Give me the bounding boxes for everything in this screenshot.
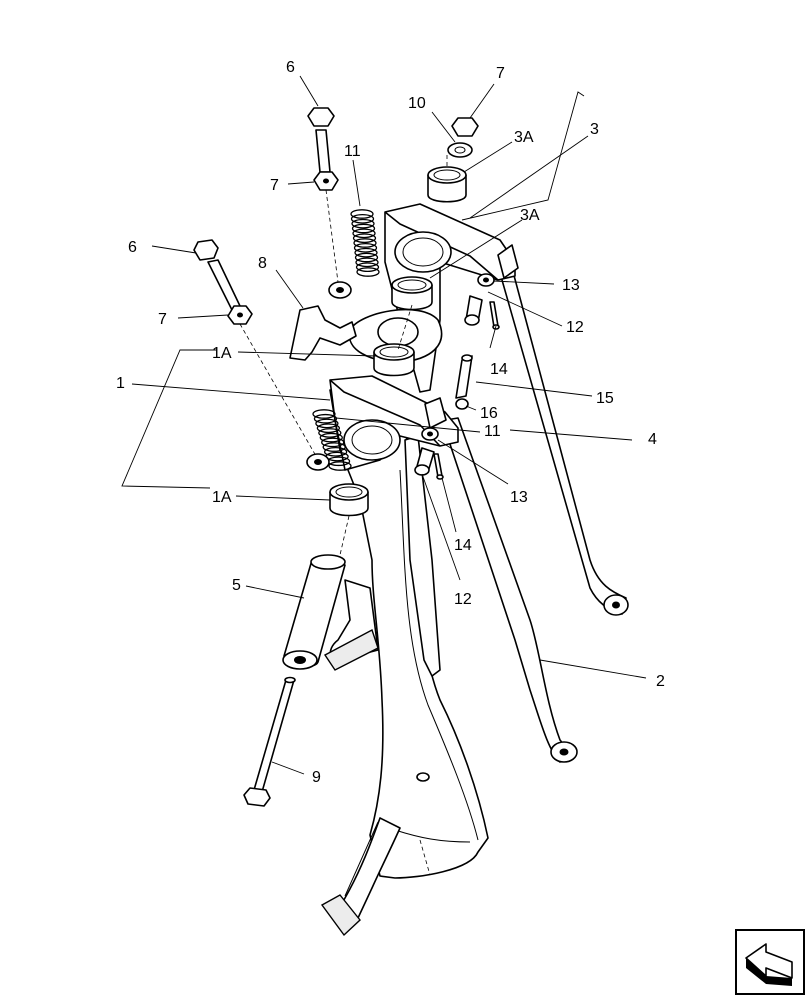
spring-coil — [322, 442, 346, 452]
spring-coil — [351, 223, 376, 234]
spring-11-upper — [328, 209, 380, 299]
callout-3a: 3A — [520, 207, 540, 224]
bushing-1a-upper — [373, 343, 415, 377]
bolt-6-lower — [193, 239, 241, 311]
callout-1a: 1A — [212, 345, 232, 362]
spring-coil — [350, 214, 375, 224]
callout-8: 8 — [258, 255, 267, 272]
callout-6: 6 — [286, 59, 295, 76]
callout-14: 14 — [490, 361, 508, 378]
callout-4: 4 — [648, 431, 657, 448]
roller-5 — [282, 554, 346, 670]
pin-14-lower — [433, 453, 444, 480]
spring-coil — [351, 218, 375, 229]
callout-6: 6 — [128, 239, 137, 256]
callout-14: 14 — [454, 537, 472, 554]
callout-1a: 1A — [212, 489, 232, 506]
pin-14-upper — [489, 301, 500, 330]
spring-coil — [313, 413, 338, 424]
spring-coil — [328, 461, 352, 471]
spring-coil — [354, 247, 378, 258]
spring-coil — [319, 432, 343, 443]
pin-12-lower — [414, 447, 435, 476]
callout-16: 16 — [480, 405, 498, 422]
callout-9: 9 — [312, 769, 321, 786]
spring-coil — [356, 267, 380, 277]
nut-7-upper-left — [313, 171, 339, 191]
callout-11: 11 — [484, 423, 501, 440]
nut-7-lower-left — [227, 305, 253, 325]
rod-4 — [499, 267, 629, 616]
bushing-3a-top — [427, 166, 467, 203]
callout-7: 7 — [496, 65, 505, 82]
rod-2 — [445, 417, 578, 763]
nut-7-top — [451, 117, 479, 137]
spring-coil — [321, 437, 345, 448]
callout-7: 7 — [270, 177, 279, 194]
callout-2: 2 — [656, 673, 665, 690]
spring-coil — [352, 233, 377, 243]
callout-3: 3 — [590, 121, 599, 138]
callout-3a: 3A — [514, 129, 534, 146]
bushing-3a-mid — [391, 276, 433, 311]
guide-plate — [323, 579, 379, 671]
link-8 — [289, 305, 357, 361]
bolt-6-upper — [307, 107, 335, 173]
callout-13: 13 — [510, 489, 528, 506]
washer-10 — [447, 142, 473, 158]
spring-11-lower — [306, 409, 352, 471]
callout-5: 5 — [232, 577, 241, 594]
spring-coil — [354, 252, 379, 263]
spring-coil — [312, 409, 336, 419]
spring-coil — [315, 418, 339, 429]
spring-coil — [350, 209, 374, 219]
spring-coil — [316, 423, 341, 434]
callout-11: 11 — [344, 143, 361, 160]
spring-coil — [323, 446, 348, 457]
spring-coil — [352, 228, 376, 239]
callout-7: 7 — [158, 311, 167, 328]
callout-12: 12 — [454, 591, 472, 608]
bolt-9 — [243, 676, 296, 807]
bushing-1a-lower — [329, 483, 369, 517]
callout-13: 13 — [562, 277, 580, 294]
spring-coil — [353, 238, 377, 248]
callout-12: 12 — [566, 319, 584, 336]
spring-coil — [355, 262, 380, 272]
assembly-lines — [239, 155, 448, 556]
callout-10: 10 — [408, 95, 426, 112]
spring-coil — [318, 428, 342, 438]
spring-coil — [355, 257, 379, 268]
bracket-1 — [329, 375, 459, 471]
roll-pin-15 — [455, 354, 473, 399]
pedal-arm — [320, 389, 489, 937]
pin-16 — [455, 398, 469, 410]
previous-page-arrow-icon[interactable] — [735, 929, 805, 995]
pin-12-upper — [464, 295, 483, 326]
callout-1: 1 — [116, 375, 125, 392]
spring-coil — [353, 243, 378, 253]
cam-plate — [348, 308, 443, 363]
leader-lines — [121, 75, 647, 775]
callout-labels: 6 7 10 7 3A 3 11 3A 6 8 13 7 12 1A 14 1 … — [116, 59, 665, 786]
callout-15: 15 — [596, 390, 614, 407]
